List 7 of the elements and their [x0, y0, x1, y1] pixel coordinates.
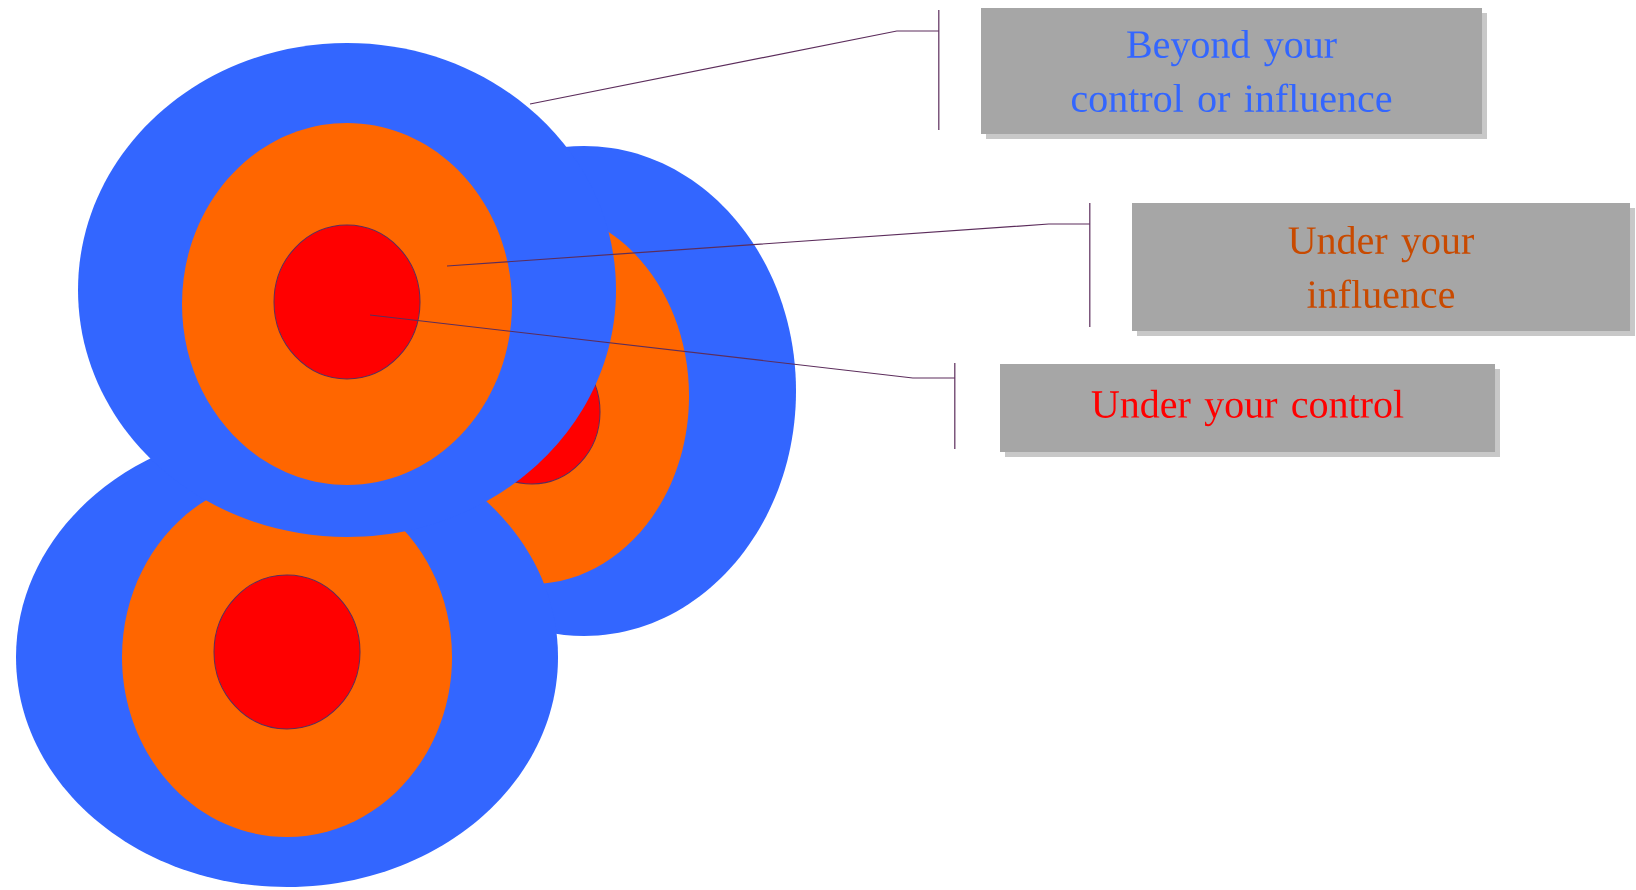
leader-line [369, 314, 956, 379]
leader-line [529, 30, 940, 105]
bullseye [273, 224, 421, 380]
leader-line [446, 223, 1091, 267]
label-box: Under your influence [1132, 203, 1635, 336]
label-box: Under your control [1000, 364, 1500, 457]
label-box: Beyond your control or influence [981, 8, 1487, 139]
